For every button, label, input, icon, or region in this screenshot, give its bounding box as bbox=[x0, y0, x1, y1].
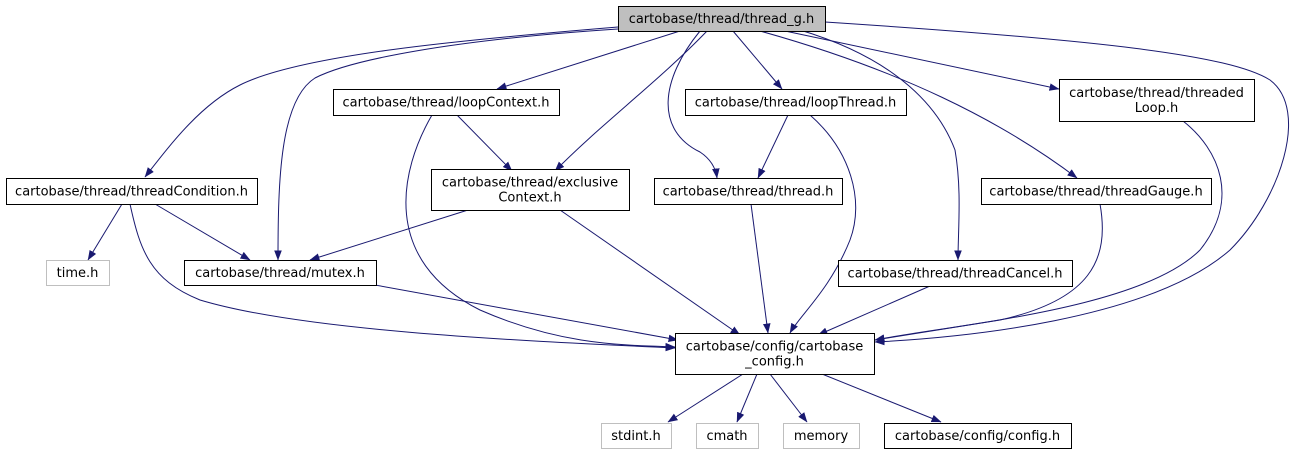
node-box bbox=[675, 333, 875, 375]
node-config[interactable]: cartobase/config/config.h bbox=[884, 423, 1072, 449]
edge-loopthread-to-cartobaseconfig bbox=[789, 114, 857, 334]
edge-root-to-loopcontext bbox=[496, 30, 681, 90]
edge-threadcancel-to-cartobaseconfig bbox=[817, 285, 931, 336]
edge-loopcontext-to-cartobaseconfig bbox=[405, 114, 676, 351]
node-box bbox=[601, 423, 672, 449]
edge-threadcondition-to-cartobaseconfig bbox=[129, 203, 676, 352]
node-label: time.h bbox=[57, 266, 99, 281]
edge-root-to-cartobaseconfig bbox=[824, 21, 1290, 346]
node-box bbox=[783, 423, 860, 449]
edge-threadcondition-to-time bbox=[87, 203, 123, 261]
node-box bbox=[654, 178, 843, 205]
node-label: cartobase/thread/thread_g.h bbox=[629, 12, 815, 27]
node-label: cartobase/thread/threadGauge.h bbox=[989, 185, 1202, 200]
edge-thread-to-cartobaseconfig bbox=[750, 203, 771, 334]
node-label: cartobase/thread/thread.h bbox=[663, 185, 834, 200]
node-label: memory bbox=[794, 429, 849, 444]
node-loop-thread[interactable]: cartobase/thread/loopThread.h bbox=[685, 89, 907, 116]
node-box bbox=[838, 260, 1073, 287]
node-mutex[interactable]: cartobase/thread/mutex.h bbox=[184, 260, 377, 286]
node-label: cartobase/thread/threadCancel.h bbox=[848, 267, 1063, 282]
node-stdint: stdint.h bbox=[601, 423, 672, 449]
node-label: cartobase/config/config.h bbox=[895, 429, 1060, 444]
node-memory: memory bbox=[783, 423, 860, 449]
edge-mutex-to-cartobaseconfig bbox=[374, 284, 679, 343]
edge-cartobaseconfig-to-config bbox=[821, 373, 942, 423]
dependency-edges bbox=[87, 21, 1290, 423]
edge-root-to-threadcancel bbox=[799, 29, 962, 261]
edge-threadcondition-to-mutex bbox=[154, 203, 251, 261]
node-label: cmath bbox=[706, 429, 747, 444]
node-box bbox=[618, 6, 826, 32]
node-loop-context[interactable]: cartobase/thread/loopContext.h bbox=[333, 89, 560, 116]
node-label: _config.h bbox=[744, 355, 804, 370]
node-time: time.h bbox=[46, 260, 110, 286]
node-label: cartobase/thread/mutex.h bbox=[195, 266, 365, 281]
node-box bbox=[696, 423, 759, 449]
node-label: Loop.h bbox=[1135, 101, 1179, 116]
node-label: cartobase/thread/threadCondition.h bbox=[15, 185, 248, 200]
node-cmath: cmath bbox=[696, 423, 759, 449]
edge-root-to-mutex bbox=[274, 28, 619, 261]
node-thread-gauge[interactable]: cartobase/thread/threadGauge.h bbox=[981, 178, 1212, 205]
edge-cartobaseconfig-to-memory bbox=[769, 373, 808, 423]
edge-root-to-threadedloop bbox=[784, 30, 1060, 91]
edge-threadgauge-to-cartobaseconfig bbox=[874, 203, 1103, 343]
node-label: cartobase/thread/loopContext.h bbox=[343, 96, 550, 111]
edge-cartobaseconfig-to-stdint bbox=[667, 373, 744, 423]
node-box bbox=[6, 178, 258, 205]
node-box bbox=[981, 178, 1212, 205]
node-box bbox=[184, 260, 377, 286]
node-box bbox=[1059, 79, 1255, 122]
node-cartobase-config[interactable]: cartobase/config/cartobase_config.h bbox=[675, 333, 875, 375]
edge-loopthread-to-thread bbox=[757, 114, 789, 179]
node-thread[interactable]: cartobase/thread/thread.h bbox=[654, 178, 843, 205]
node-thread-condition[interactable]: cartobase/thread/threadCondition.h bbox=[6, 178, 258, 205]
node-label: cartobase/thread/threaded bbox=[1069, 86, 1244, 101]
edge-root-to-threadcondition bbox=[144, 26, 619, 178]
node-label: cartobase/thread/loopThread.h bbox=[695, 96, 896, 111]
edge-root-to-exclusivecontext bbox=[554, 30, 708, 172]
edge-loopcontext-to-exclusivecontext bbox=[456, 114, 513, 172]
edge-root-to-thread bbox=[667, 30, 720, 179]
node-box bbox=[333, 89, 560, 116]
edge-root-to-loopthread bbox=[732, 30, 783, 90]
node-label: cartobase/thread/exclusive bbox=[442, 176, 618, 191]
edge-threadedloop-to-cartobaseconfig bbox=[874, 120, 1223, 342]
node-box bbox=[685, 89, 907, 116]
edge-exclusivecontext-to-mutex bbox=[309, 209, 469, 261]
node-root[interactable]: cartobase/thread/thread_g.h bbox=[618, 6, 826, 32]
node-box bbox=[46, 260, 110, 286]
node-label: stdint.h bbox=[611, 429, 660, 444]
node-box bbox=[431, 169, 630, 211]
file-nodes: cartobase/thread/thread_g.h cartobase/thr… bbox=[6, 6, 1255, 449]
edge-cartobaseconfig-to-cmath bbox=[736, 373, 758, 423]
node-label: Context.h bbox=[498, 191, 561, 206]
node-box bbox=[884, 423, 1072, 449]
node-thread-cancel[interactable]: cartobase/thread/threadCancel.h bbox=[838, 260, 1073, 287]
node-label: cartobase/config/cartobase bbox=[686, 340, 864, 355]
edge-root-to-threadgauge bbox=[759, 30, 1078, 179]
edge-exclusivecontext-to-cartobaseconfig bbox=[559, 209, 741, 336]
